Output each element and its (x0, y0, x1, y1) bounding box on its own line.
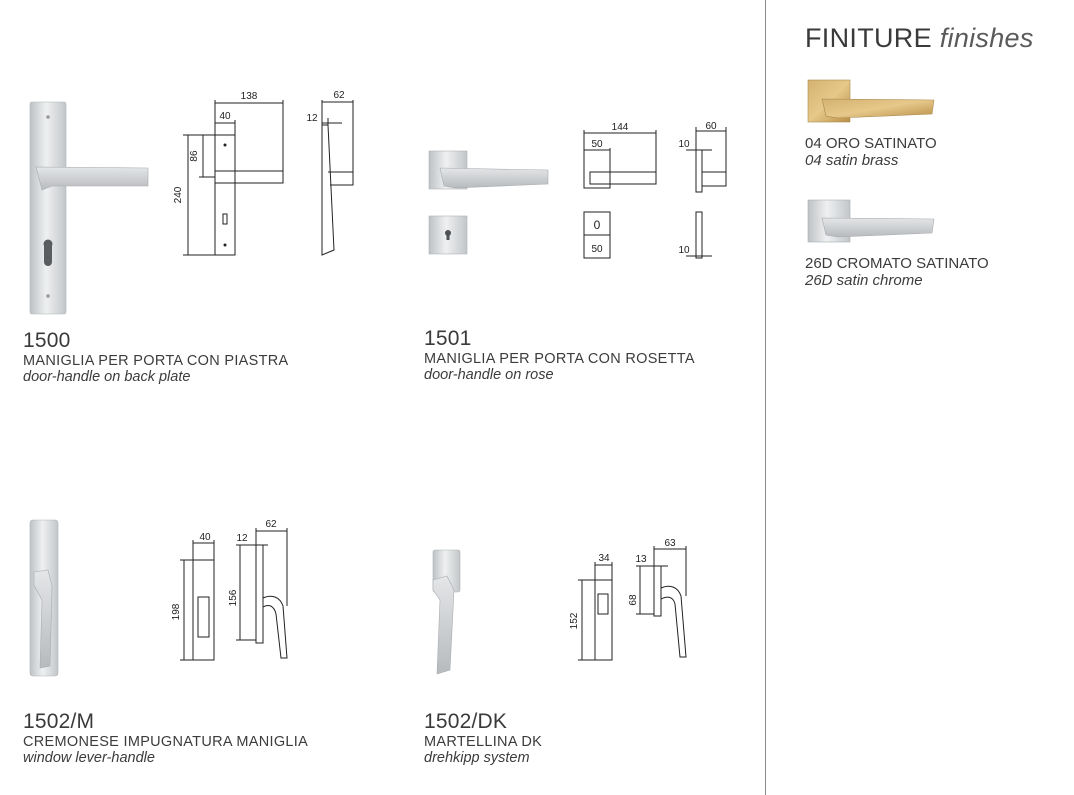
product-name-it: CREMONESE IMPUGNATURA MANIGLIA (23, 734, 309, 750)
photo-1500 (29, 101, 149, 315)
dim-1501-rose: 50 (591, 139, 603, 150)
drawing-1500-front (183, 100, 284, 256)
product-1502m-caption: 1502/M CREMONESE IMPUGNATURA MANIGLIA wi… (23, 710, 308, 766)
finishes-title-en: finishes (939, 23, 1034, 53)
product-1502dk-caption: 1502/DK MARTELLINA DK drehkipp system (424, 710, 542, 766)
dim-1501-keyw: 0 (594, 218, 601, 232)
product-name-en: door-handle on back plate (23, 369, 191, 385)
finish-label-it: 04 ORO SATINATO (805, 135, 937, 152)
drawing-1501-front (583, 130, 657, 259)
finish-item-brass: 04 ORO SATINATO 04 satin brass (805, 135, 937, 169)
drawing-1501-side (686, 127, 727, 259)
drawing-1502dk-side (636, 546, 687, 658)
dim-1501-proj: 60 (705, 121, 717, 132)
product-code: 1501 (424, 327, 472, 350)
product-code: 1502/DK (424, 710, 508, 733)
product-name-en: door-handle on rose (424, 367, 554, 383)
photo-1502m (29, 519, 59, 677)
drawing-1500-side (321, 100, 354, 256)
product-1500-caption: 1500 MANIGLIA PER PORTA CON PIASTRA door… (23, 329, 289, 385)
dim-1502m-thick: 12 (236, 533, 248, 544)
product-code: 1500 (23, 329, 71, 352)
dim-1502m-proj: 62 (265, 519, 277, 530)
dim-1502dk-width: 34 (598, 553, 610, 564)
dim-1500-proj: 62 (333, 90, 345, 101)
dim-1500-thick: 12 (306, 113, 318, 124)
photo-1502dk (432, 549, 461, 675)
finishes-title: FINITURE finishes (805, 23, 1034, 54)
product-code: 1502/M (23, 710, 95, 733)
drawing-1502m-side (236, 528, 288, 659)
dim-1502m-height: 198 (171, 603, 182, 620)
product-1501-caption: 1501 MANIGLIA PER PORTA CON ROSETTA door… (424, 327, 695, 383)
dim-1501-keyrose: 50 (591, 244, 603, 255)
finish-label-it: 26D CROMATO SATINATO (805, 255, 989, 272)
dim-1502dk-height: 152 (569, 612, 580, 629)
dim-1501-width: 144 (612, 122, 629, 133)
dim-1500-width: 138 (241, 91, 258, 102)
dim-1502dk-thick: 13 (635, 554, 647, 565)
dim-1502dk-proj: 63 (664, 538, 676, 549)
finish-label-en: 04 satin brass (805, 152, 899, 169)
divider-line (765, 0, 766, 795)
product-name-en: drehkipp system (424, 750, 530, 766)
finish-swatch-brass (807, 79, 935, 123)
finish-label-en: 26D satin chrome (805, 272, 923, 289)
product-name-it: MANIGLIA PER PORTA CON ROSETTA (424, 351, 695, 367)
dim-1501-keythick: 10 (678, 245, 690, 256)
dim-1500-height: 240 (173, 186, 184, 203)
drawing-1502m-front (180, 540, 215, 661)
finish-swatch-chrome (807, 199, 935, 243)
finish-item-chrome: 26D CROMATO SATINATO 26D satin chrome (805, 255, 989, 289)
photo-1501 (428, 150, 549, 255)
dim-1502m-lever: 156 (228, 589, 239, 606)
dim-1502m-width: 40 (199, 532, 211, 543)
product-name-it: MARTELLINA DK (424, 734, 543, 750)
dim-1501-thick: 10 (678, 139, 690, 150)
dim-1500-offset: 40 (219, 111, 231, 122)
dim-1500-center: 86 (189, 150, 200, 162)
product-name-en: window lever-handle (23, 750, 155, 766)
dim-1502dk-lever: 68 (628, 594, 639, 606)
drawing-1502dk-front (578, 562, 613, 661)
product-name-it: MANIGLIA PER PORTA CON PIASTRA (23, 353, 289, 369)
finishes-title-it: FINITURE (805, 23, 932, 53)
